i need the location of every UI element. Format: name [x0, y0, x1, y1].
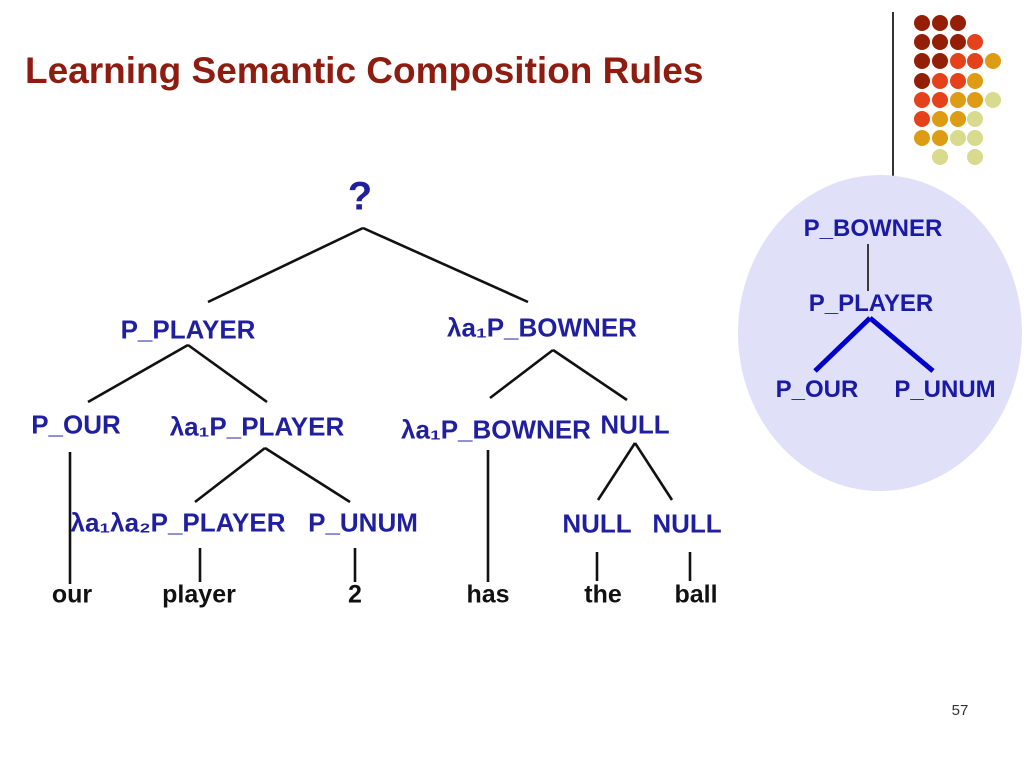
leaf-word-player: player [162, 580, 236, 609]
decoration-dot [931, 111, 948, 127]
decoration-dot [949, 91, 966, 108]
decoration-dot [931, 91, 948, 108]
decoration-dot [967, 91, 984, 108]
decoration-dot [967, 149, 984, 166]
tree-node-p-player: P_PLAYER [120, 314, 256, 345]
decoration-dot [931, 53, 948, 70]
tree-edge [87, 343, 189, 404]
leaf-word-the: the [584, 580, 622, 609]
decoration-dot [985, 91, 1002, 108]
tree-node-null-1: NULL [600, 409, 670, 440]
tree-edge [362, 226, 529, 304]
rule-edge-highlight [813, 316, 872, 373]
decoration-dot [914, 72, 930, 89]
decoration-dot [949, 72, 966, 89]
tree-node-null-2: NULL [562, 508, 632, 539]
rule-edge-highlight [868, 316, 935, 373]
tree-edge [552, 348, 628, 402]
decoration-dot [967, 111, 984, 127]
decoration-dot [949, 130, 966, 147]
tree-edge [489, 348, 554, 400]
tree-edge [633, 442, 674, 501]
leaf-word-2: 2 [348, 580, 362, 609]
tree-node-root: ? [347, 174, 373, 219]
decoration-dot [967, 53, 984, 70]
decoration-dot [914, 111, 930, 127]
tree-node-null-3: NULL [652, 508, 722, 539]
leaf-word-ball: ball [674, 580, 718, 609]
decoration-dot [949, 34, 966, 51]
decoration-dot [931, 149, 948, 166]
decoration-dot [949, 53, 966, 70]
tree-node-la1-p-player: λa₁P_PLAYER [169, 411, 345, 442]
decoration-dot [967, 130, 984, 147]
decoration-dot [914, 15, 930, 31]
leaf-word-has: has [466, 580, 510, 609]
slide-title: Learning Semantic Composition Rules [25, 50, 704, 91]
tree-node-la1-p-bowner-2: λa₁P_BOWNER [401, 414, 591, 445]
decoration-dot [985, 53, 1002, 70]
rule-node-p-player: P_PLAYER [808, 290, 934, 317]
tree-node-p-our: P_OUR [31, 409, 121, 440]
decoration-dot [931, 34, 948, 51]
tree-node-la1-la2-p-player: λa₁λa₂P_PLAYER [70, 507, 286, 538]
tree-edge [194, 446, 266, 504]
tree-edge [264, 446, 351, 504]
tree-node-p-unum: P_UNUM [308, 507, 418, 538]
leaf-word-our: our [51, 580, 93, 609]
decoration-dot [931, 72, 948, 89]
tree-edge [187, 343, 268, 404]
rule-node-p-unum: P_UNUM [894, 376, 996, 403]
decoration-dot [914, 130, 930, 147]
tree-edge [207, 226, 364, 304]
decoration-dot [914, 53, 930, 70]
decoration-dot [949, 111, 966, 127]
page-number: 57 [951, 702, 969, 719]
decoration-dot [949, 15, 966, 31]
decoration-dot [914, 34, 930, 51]
rule-node-p-bowner: P_BOWNER [803, 215, 943, 242]
tree-edge [596, 442, 637, 501]
decoration-dot [967, 72, 984, 89]
decoration-dot [931, 15, 948, 31]
rule-node-p-our: P_OUR [775, 376, 859, 403]
tree-node-la1-p-bowner: λa₁P_BOWNER [447, 312, 637, 343]
decoration-dot [931, 130, 948, 147]
decoration-dot [967, 34, 984, 51]
decoration-dot [914, 91, 930, 108]
